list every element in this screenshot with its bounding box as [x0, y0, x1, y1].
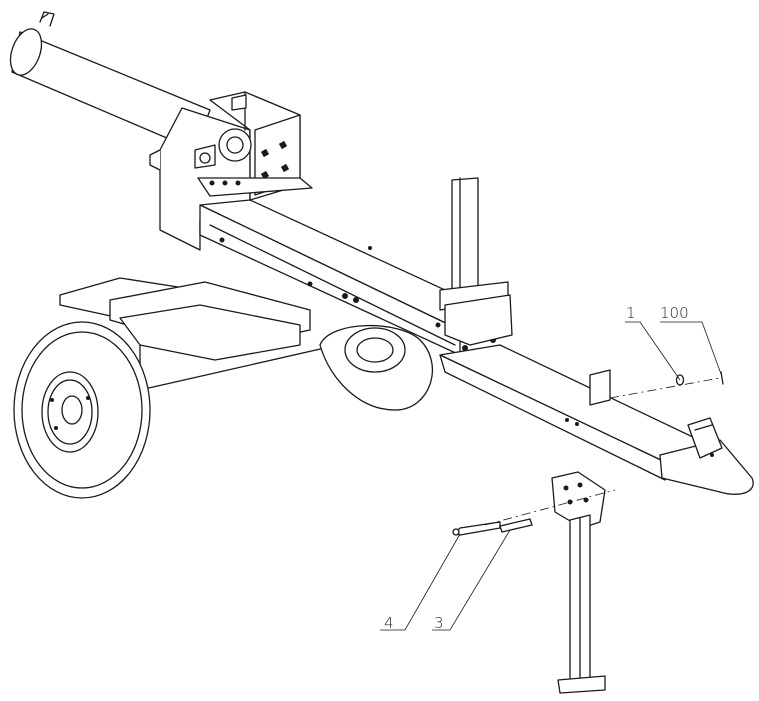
- assembly-center-lines: [484, 377, 721, 526]
- leader-lines: [380, 321, 722, 631]
- rear-wheel: [319, 324, 434, 411]
- part-4-bolt: [452, 521, 501, 536]
- main-beam: [199, 199, 511, 356]
- callout-label-1: 1: [626, 304, 636, 322]
- axle-assembly: [59, 277, 361, 396]
- front-wheel: [13, 321, 151, 499]
- part-3-sleeve: [499, 518, 533, 533]
- hitch-coupler: [659, 417, 754, 495]
- callout-label-4: 4: [384, 614, 394, 632]
- callout-label-100: 100: [660, 304, 689, 322]
- push-plate: [439, 177, 513, 346]
- callout-label-3: 3: [434, 614, 444, 632]
- ram-housing: [149, 91, 313, 251]
- part-100-pin: [720, 371, 724, 385]
- hydraulic-cylinder: [9, 11, 211, 151]
